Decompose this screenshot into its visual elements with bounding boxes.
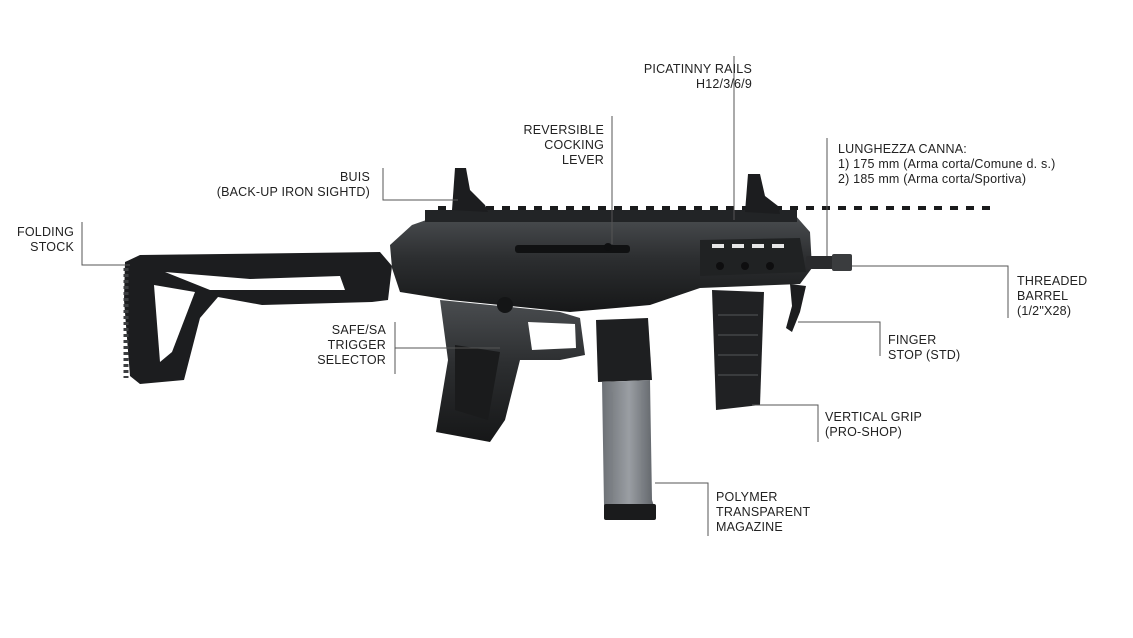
callout-buis-line2: (BACK-UP IRON SIGHTD) [216,185,370,199]
upper-receiver-shape [390,206,990,312]
front-sight-shape [745,174,780,214]
callout-barrel-length: LUNGHEZZA CANNA: 1) 175 mm (Arma corta/C… [838,142,1055,187]
callout-buis-line1: BUIS [340,170,370,184]
callout-magazine-line2: TRANSPARENT [716,505,811,519]
callout-barrel-length-title: LUNGHEZZA CANNA: [838,142,967,156]
callout-grip-line2: (PRO-SHOP) [825,425,902,439]
callout-picatinny-rails: PICATINNY RAILS H12/3/6/9 [644,62,752,92]
callout-cocking-line3: LEVER [562,153,604,167]
rear-sight-shape [452,168,488,212]
callout-magazine-line1: POLYMER [716,490,778,504]
callout-picatinny-line2: H12/3/6/9 [695,77,752,91]
leader-stock [81,222,130,266]
callout-magazine: POLYMER TRANSPARENT MAGAZINE [716,490,810,535]
leader-lines [81,56,1009,536]
folding-stock-shape [123,252,392,384]
pistol-grip-shape [436,297,585,442]
callout-magazine-line3: MAGAZINE [716,520,783,534]
callout-folding-stock: FOLDING STOCK [17,225,74,255]
callout-barrel-length-item2: 2) 185 mm (Arma corta/Sportiva) [838,172,1027,186]
leader-grip [752,404,819,442]
leader-buis [382,168,458,201]
callout-finger-stop: FINGER STOP (STD) [888,333,960,363]
callout-stock-line1: FOLDING [17,225,74,239]
callout-vertical-grip: VERTICAL GRIP (PRO-SHOP) [825,410,922,440]
callout-picatinny-line1: PICATINNY RAILS [643,62,752,76]
callout-cocking-line2: COCKING [544,138,604,152]
callout-cocking-lever: REVERSIBLE COCKING LEVER [523,123,604,168]
vertical-grip-shape [712,290,764,410]
callout-safe-line1: SAFE/SA [331,323,386,337]
leader-threaded [852,265,1009,318]
callout-cocking-line1: REVERSIBLE [523,123,604,137]
callout-threaded-barrel: THREADED BARREL (1/2"X28) [1017,274,1087,319]
callout-threaded-line3: (1/2"X28) [1017,304,1072,318]
magazine-shape [602,380,656,520]
callout-finger-line2: STOP (STD) [888,348,961,362]
callout-threaded-line1: THREADED [1017,274,1088,288]
callout-safe-selector: SAFE/SA TRIGGER SELECTOR [317,323,386,368]
finger-stop-shape [786,284,806,332]
callout-threaded-line2: BARREL [1017,289,1069,303]
callout-barrel-length-item1: 1) 175 mm (Arma corta/Comune d. s.) [838,157,1056,171]
barrel-shape [806,254,852,271]
callout-grip-line1: VERTICAL GRIP [825,410,923,424]
magazine-well-shape [596,318,652,382]
leader-finger [798,321,881,356]
callout-stock-line2: STOCK [30,240,74,254]
callout-safe-line2: TRIGGER [327,338,386,352]
callout-buis: BUIS (BACK-UP IRON SIGHTD) [217,170,370,200]
callout-finger-line1: FINGER [888,333,937,347]
leader-safe [394,322,500,374]
leader-magazine [655,482,709,536]
callout-safe-line3: SELECTOR [317,353,386,367]
